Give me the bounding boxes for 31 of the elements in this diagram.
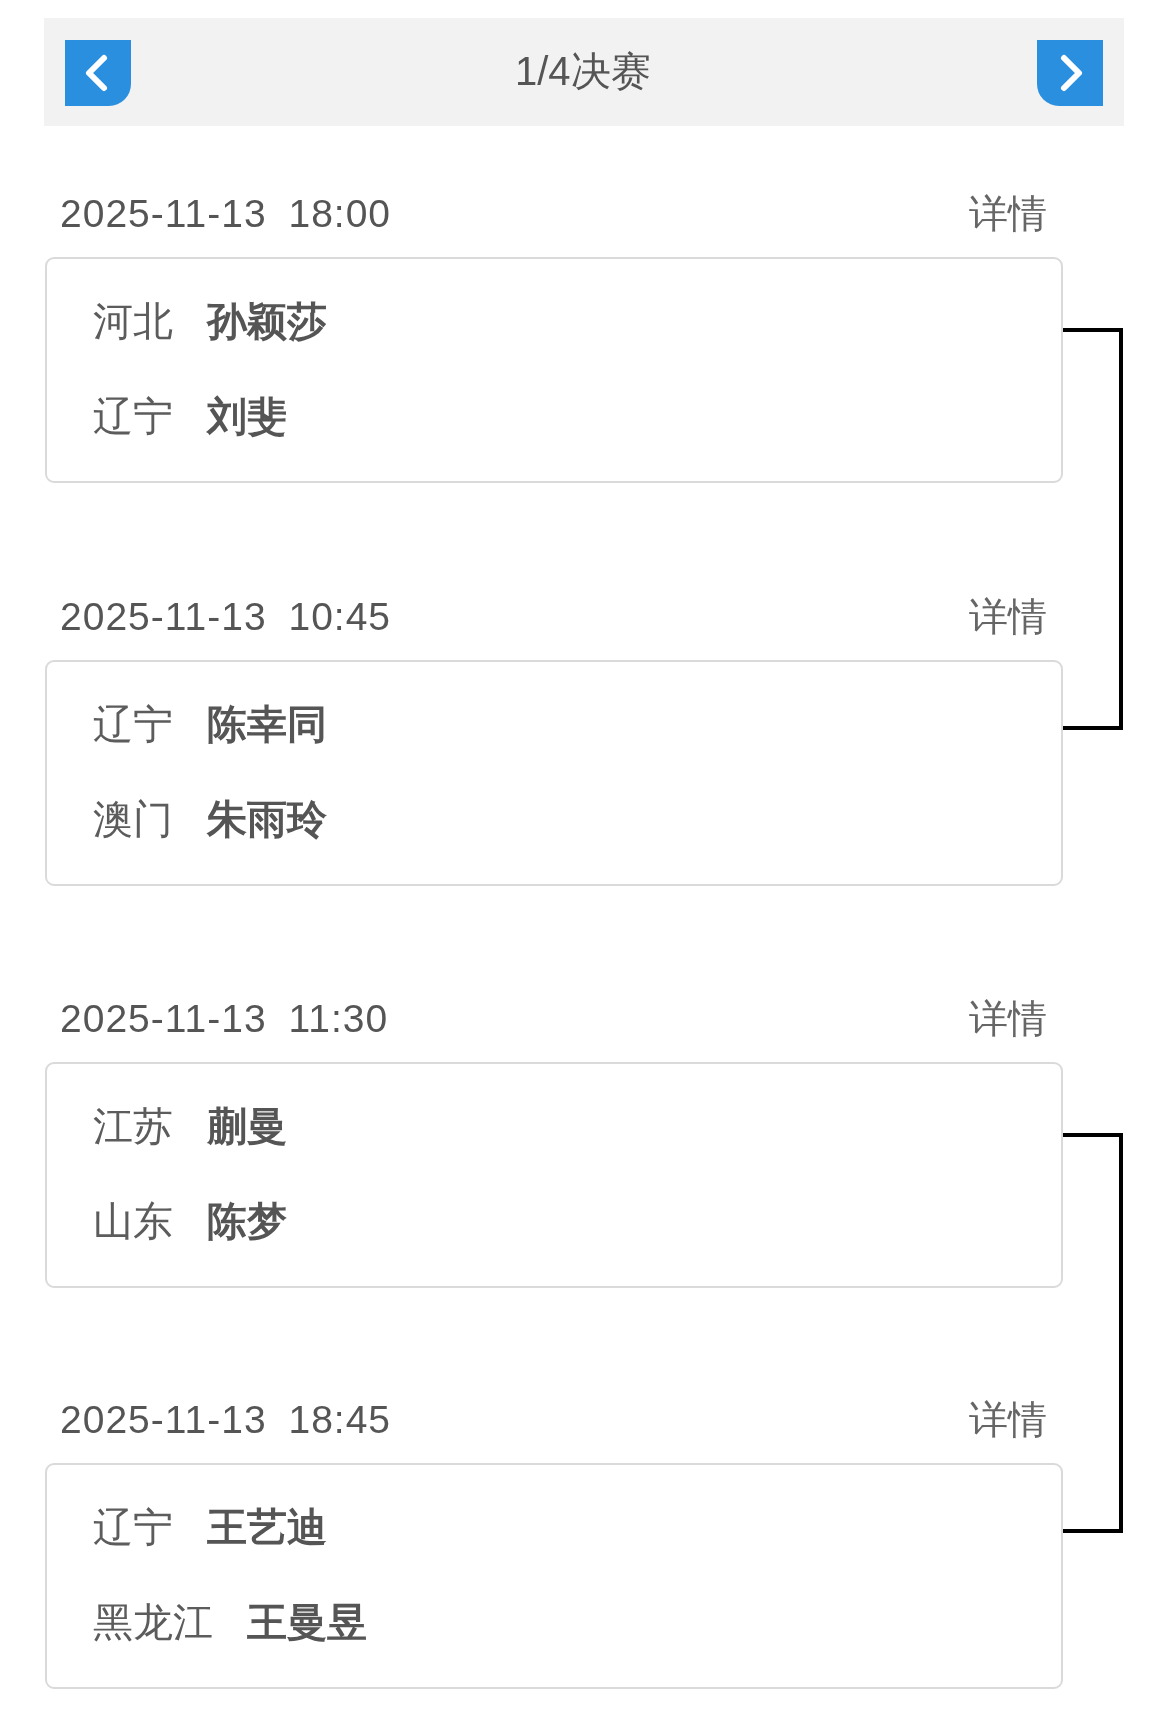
province-name: 河北 <box>93 298 173 345</box>
details-link: 详情 <box>969 996 1047 1042</box>
match-card <box>45 1062 1063 1288</box>
province-name: 辽宁 <box>93 1504 173 1551</box>
player-name: 朱雨玲 <box>207 796 327 843</box>
province-name: 江苏 <box>93 1103 173 1150</box>
player-name: 陈幸同 <box>207 701 327 748</box>
match-datetime: 2025-11-13 18:00 <box>60 191 392 237</box>
player-name: 陈梦 <box>207 1198 287 1245</box>
page-title: 1/4决赛 <box>515 48 651 95</box>
bracket-line <box>1063 328 1123 730</box>
match-card <box>45 660 1063 886</box>
match-datetime: 2025-11-13 11:30 <box>60 996 389 1042</box>
province-name: 辽宁 <box>93 701 173 748</box>
province-name: 黑龙江 <box>93 1599 213 1646</box>
details-link: 详情 <box>969 191 1047 237</box>
player-name: 王曼昱 <box>247 1599 367 1646</box>
player-name: 孙颖莎 <box>207 298 327 345</box>
province-name: 山东 <box>93 1198 173 1245</box>
player-name: 蒯曼 <box>207 1103 287 1150</box>
match-datetime: 2025-11-13 18:45 <box>60 1397 392 1443</box>
match-card <box>45 257 1063 483</box>
bracket-line <box>1063 1133 1123 1533</box>
details-link: 详情 <box>969 594 1047 640</box>
details-link: 详情 <box>969 1397 1047 1443</box>
match-card <box>45 1463 1063 1689</box>
player-name: 刘斐 <box>207 393 287 440</box>
match-datetime: 2025-11-13 10:45 <box>60 594 392 640</box>
province-name: 辽宁 <box>93 393 173 440</box>
province-name: 澳门 <box>93 796 173 843</box>
player-name: 王艺迪 <box>207 1504 327 1551</box>
